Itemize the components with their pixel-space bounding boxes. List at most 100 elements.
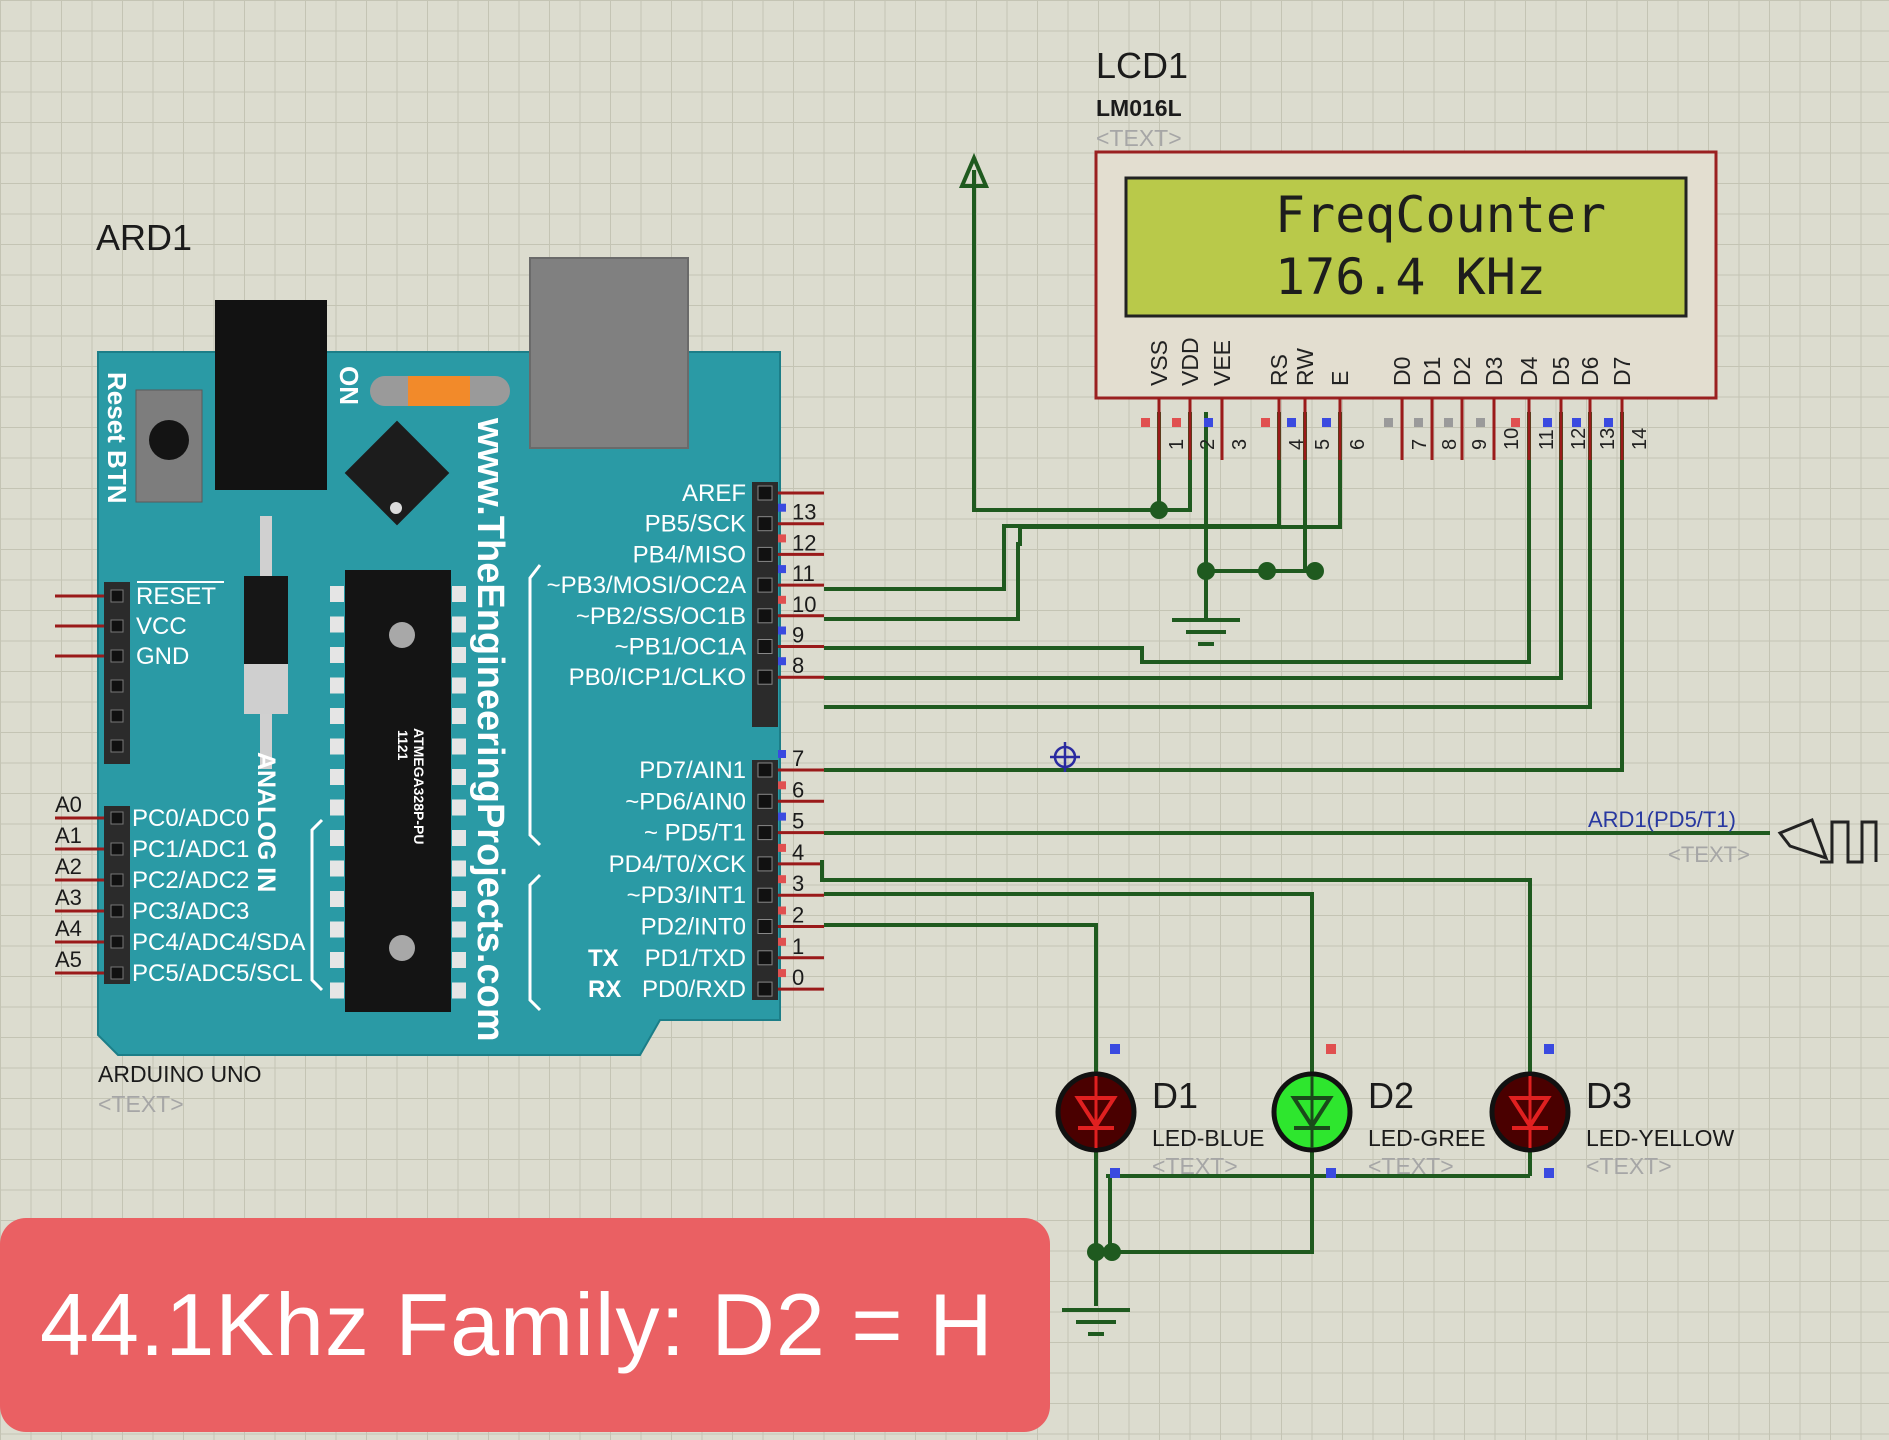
- usb-chip-dot: [390, 502, 402, 514]
- diode-body: [244, 576, 288, 666]
- arduino-ref-label: ARD1: [96, 217, 192, 258]
- wire-rs[interactable]: [824, 412, 1281, 591]
- power-header-pin: [110, 649, 124, 663]
- lcd-pin-state-marker: [1476, 418, 1485, 427]
- serial-tag-tx: TX: [588, 945, 619, 972]
- led-type-label: LED-BLUE: [1152, 1125, 1264, 1151]
- digital-pin-label: PD4/T0/XCK: [609, 851, 746, 878]
- lcd-module[interactable]: LCD1 LM016L <TEXT> FreqCounter 176.4 KHz…: [1094, 45, 1718, 460]
- digital-pin-label: ~PB1/OC1A: [615, 634, 746, 661]
- digital-pin-number: 7: [792, 746, 804, 771]
- chip-pin: [452, 799, 466, 816]
- lcd-pin-number: 13: [1597, 428, 1619, 450]
- digital-header-pin: [757, 950, 773, 966]
- analog-alias-a5: A5: [55, 947, 82, 972]
- digital-header-pin: [757, 639, 773, 654]
- lcd-pin-number: 1: [1166, 439, 1188, 450]
- analog-alias-a1: A1: [55, 823, 82, 848]
- lcd-pin-name: VDD: [1177, 337, 1203, 386]
- wire-d2-cathode[interactable]: [1096, 1176, 1314, 1254]
- generator-text-placeholder: <TEXT>: [1668, 842, 1750, 867]
- lcd-pin-name: VEE: [1209, 340, 1235, 386]
- pin-state-marker: [778, 875, 786, 884]
- lcd-pin-number: 3: [1229, 439, 1251, 450]
- analog-header-pin: [110, 966, 124, 980]
- atmega-part-number: ATMEGA328P-PU: [411, 728, 427, 844]
- chip-pin: [452, 921, 466, 938]
- lcd-pin-state-marker: [1414, 418, 1423, 427]
- chip-pin: [330, 830, 344, 846]
- lcd-pin-name: D4: [1516, 356, 1542, 386]
- wire-e[interactable]: [824, 412, 1342, 621]
- chip-pin: [452, 982, 466, 999]
- lcd-text-placeholder: <TEXT>: [1096, 125, 1182, 151]
- digital-pin-label: ~PD3/INT1: [627, 882, 746, 909]
- lcd-pin-number: 6: [1347, 439, 1369, 450]
- crosshair-icon: [1050, 742, 1080, 772]
- digital-header-pin: [757, 856, 773, 872]
- chip-pin: [452, 738, 466, 755]
- digital-pin-number: 0: [792, 965, 804, 990]
- digital-header-pin: [757, 919, 773, 934]
- wire-pd3-d2[interactable]: [824, 892, 1314, 1048]
- chip-pin: [330, 860, 344, 877]
- wire-d7[interactable]: [824, 412, 1624, 772]
- lcd-pin-state-marker: [1444, 418, 1453, 427]
- lcd-line-2: 176.4 KHz: [1275, 248, 1546, 306]
- chip-pin: [330, 891, 344, 907]
- digital-header-pin: [757, 608, 773, 624]
- atmega-code: 1121: [395, 730, 411, 761]
- lcd-pin-state-marker: [1604, 418, 1613, 427]
- power-terminal-icon[interactable]: [958, 152, 990, 188]
- digital-header-pin: [757, 485, 773, 501]
- analog-pin-label: PC2/ADC2: [132, 867, 249, 894]
- digital-header-pin: [757, 546, 773, 562]
- chip-pin: [330, 921, 344, 938]
- reset-button-cap[interactable]: [149, 420, 189, 460]
- led-ref-label: D3: [1586, 1075, 1632, 1116]
- analog-alias-a2: A2: [55, 854, 82, 879]
- digital-header-pin: [757, 981, 773, 997]
- lcd-pin-number: 5: [1312, 439, 1334, 450]
- wire-d6[interactable]: [824, 412, 1592, 709]
- led-group[interactable]: D1LED-BLUE<TEXT>D2LED-GREE<TEXT>D3LED-YE…: [1055, 1044, 1735, 1179]
- chip-pin: [330, 738, 344, 755]
- usb-connector: [529, 257, 689, 449]
- led-ref-label: D2: [1368, 1075, 1414, 1116]
- wire-d5[interactable]: [824, 412, 1563, 680]
- wires[interactable]: [820, 170, 1770, 1306]
- digital-header-pin: [757, 762, 773, 778]
- ground-icon-lcd: [1172, 618, 1240, 646]
- wire-pd2-d1[interactable]: [824, 923, 1098, 1048]
- signal-generator[interactable]: ARD1(PD5/T1) <TEXT>: [1588, 807, 1878, 867]
- atmega-pins: [330, 586, 466, 999]
- lcd-pin-name: D3: [1481, 357, 1507, 386]
- wire-pd4-d3[interactable]: [820, 860, 1532, 1048]
- reset-btn-label: Reset BTN: [102, 372, 132, 503]
- arduino-uno[interactable]: ARD1 ARDUINO UNO <TEXT> Reset BTN ON 112…: [55, 217, 824, 1117]
- diode-lead-bottom: [260, 714, 272, 769]
- pin-state-marker: [778, 969, 786, 978]
- chip-pin: [452, 830, 466, 846]
- lcd-pin-name: VSS: [1146, 340, 1172, 386]
- wire-d4[interactable]: [824, 412, 1531, 664]
- wire-vss-power[interactable]: [972, 170, 1161, 512]
- lcd-pin-name: D5: [1548, 357, 1574, 386]
- lcd-pin-group: VSS1VDD2VEE3RS4RW5E6D07D18D29D310D411D51…: [1141, 337, 1651, 460]
- power-header-pin: [110, 589, 124, 603]
- chip-pin: [330, 647, 344, 663]
- chip-pin: [452, 952, 466, 968]
- square-wave-icon: [1820, 820, 1878, 864]
- lcd-model-label: LM016L: [1096, 95, 1182, 121]
- pin-state-marker: [778, 595, 786, 604]
- lcd-pin-number: 12: [1568, 428, 1590, 450]
- pin-state-marker: [778, 657, 786, 666]
- digital-pin-number: 13: [792, 500, 816, 525]
- digital-pin-number: 2: [792, 903, 804, 928]
